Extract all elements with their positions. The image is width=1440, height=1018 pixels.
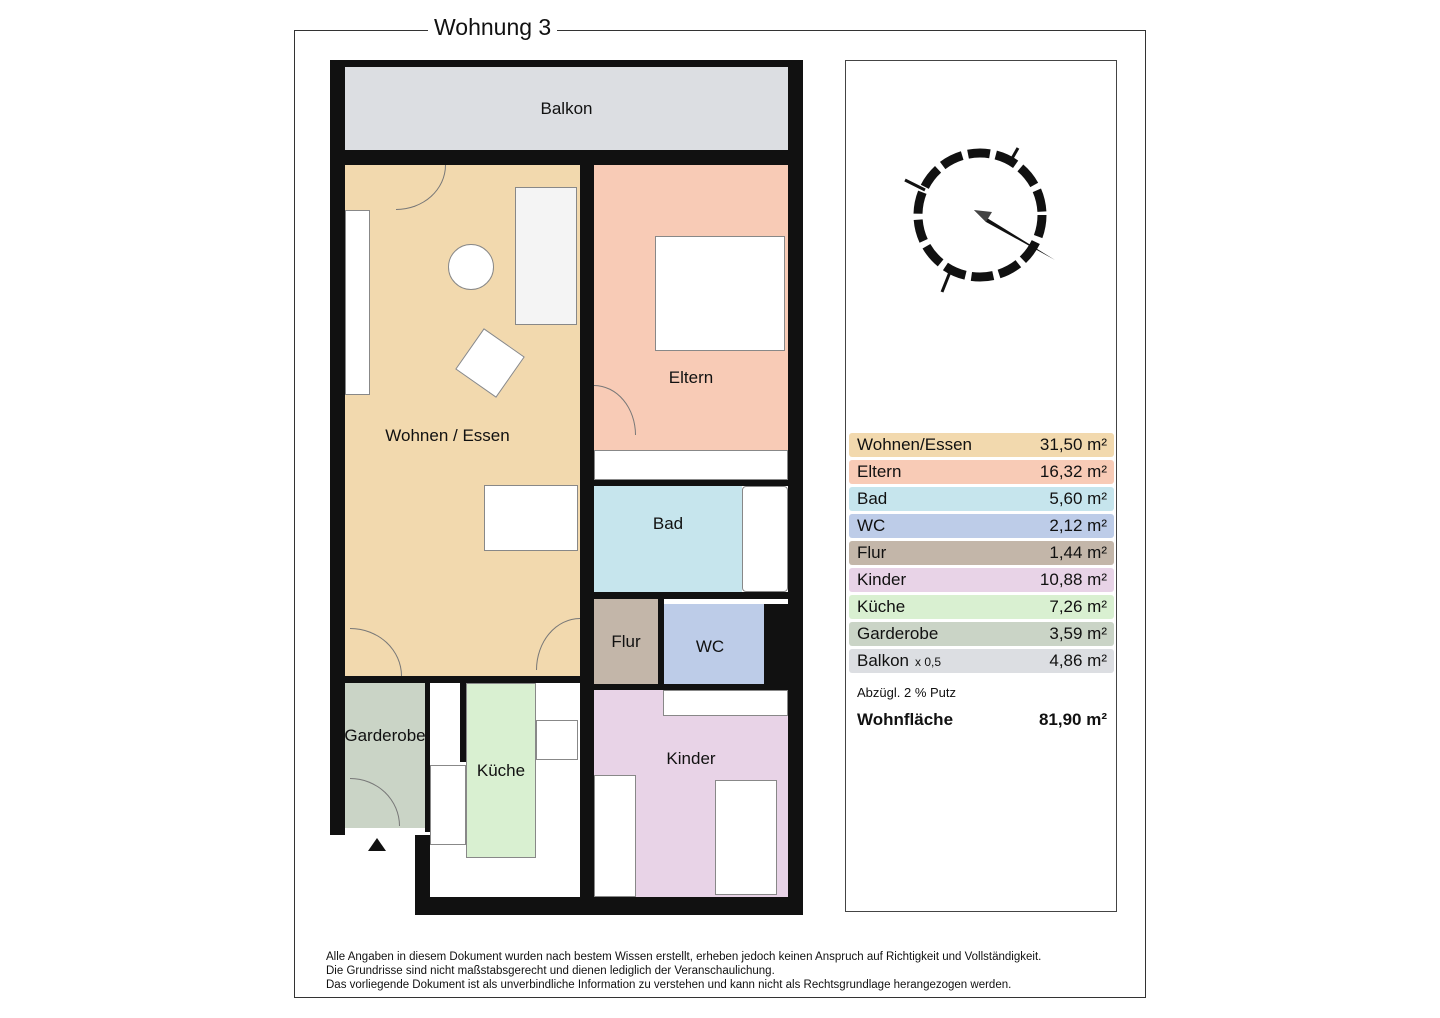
wall	[345, 150, 788, 165]
page-title: Wohnung 3	[428, 14, 558, 41]
room-name: Küche	[857, 597, 906, 616]
wall	[415, 897, 803, 915]
room-name: Balkon	[857, 651, 909, 670]
disclaimer-line: Das vorliegende Dokument ist als unverbi…	[326, 979, 1012, 991]
legend-row: Flur 1,44 m²	[849, 541, 1114, 565]
wardrobe	[663, 690, 788, 716]
total-value: 81,90 m²	[1038, 710, 1107, 729]
room-area: 7,26 m²	[1049, 597, 1107, 616]
room-name: Kinder	[857, 570, 907, 589]
legend-row: Balkon x 0,5 4,86 m²	[849, 649, 1114, 673]
room-kueche: Küche	[466, 683, 536, 858]
wardrobe	[594, 450, 788, 480]
compass-north-arrow-icon	[904, 147, 1055, 293]
legend-row: Garderobe 3,59 m²	[849, 622, 1114, 646]
room-area: 2,12 m²	[1049, 516, 1107, 535]
wall	[594, 684, 788, 690]
wall	[764, 604, 788, 686]
wall	[345, 676, 580, 683]
bed	[715, 780, 777, 895]
room-flur: Flur	[594, 599, 658, 684]
room-balkon: Balkon	[345, 67, 788, 150]
total-label: Wohnfläche	[857, 710, 954, 729]
legend-row: WC 2,12 m²	[849, 514, 1114, 538]
bathtub	[742, 486, 788, 592]
double-bed	[655, 236, 785, 351]
room-area: 31,50 m²	[1039, 435, 1107, 454]
wall	[594, 480, 788, 486]
room-label: Balkon	[540, 98, 593, 118]
room-name: Flur	[857, 543, 887, 562]
wall	[460, 682, 466, 762]
disclaimer-line: Die Grundrisse sind nicht maßstabsgerech…	[326, 965, 775, 977]
wall	[415, 835, 430, 915]
disclaimer-line: Alle Angaben in diesem Dokument wurden n…	[326, 951, 1042, 963]
room-area: 3,59 m²	[1049, 624, 1107, 643]
room-wc: WC	[664, 604, 764, 684]
room-area: 16,32 m²	[1039, 462, 1107, 481]
legend-row: Kinder 10,88 m²	[849, 568, 1114, 592]
room-area: 1,44 m²	[1049, 543, 1107, 562]
sofa	[515, 187, 577, 325]
wall	[330, 60, 803, 67]
legend-row: Küche 7,26 m²	[849, 595, 1114, 619]
room-name: Wohnen/Essen	[857, 435, 972, 454]
wall	[425, 682, 430, 832]
room-label: Küche	[476, 760, 526, 780]
sideboard	[345, 210, 370, 395]
deduction-note: Abzügl. 2 % Putz	[857, 685, 956, 700]
room-name: Eltern	[857, 462, 902, 481]
disclaimer: Alle Angaben in diesem Dokument wurden n…	[326, 950, 1041, 992]
document-frame	[294, 30, 1146, 998]
area-factor: x 0,5	[914, 655, 941, 669]
area-legend: Wohnen/Essen 31,50 m² Eltern 16,32 m² Bad 5…	[845, 60, 1117, 912]
room-label: Wohnen / Essen	[385, 425, 510, 445]
round-table	[448, 244, 494, 290]
dining-table	[484, 485, 578, 551]
legend-row: Eltern 16,32 m²	[849, 460, 1114, 484]
entrance-arrow-icon	[368, 838, 386, 851]
room-label: Kinder	[666, 748, 716, 768]
wall	[594, 592, 788, 599]
room-label: Eltern	[668, 367, 714, 387]
room-label: Garderobe	[344, 725, 426, 745]
desk	[594, 775, 636, 897]
stove	[536, 720, 578, 760]
kitchen-counter	[430, 765, 466, 845]
room-name: Garderobe	[857, 624, 939, 643]
room-garderobe: Garderobe	[344, 683, 426, 828]
room-label: Bad	[652, 514, 684, 533]
wall	[330, 60, 345, 835]
legend-row: Bad 5,60 m²	[849, 487, 1114, 511]
room-area: 4,86 m²	[1049, 651, 1107, 670]
room-label: Flur	[611, 631, 641, 651]
room-bad: Bad	[594, 486, 742, 592]
legend-row: Wohnen/Essen 31,50 m²	[849, 433, 1114, 457]
wall	[580, 150, 594, 900]
room-label: WC	[695, 637, 725, 656]
room-area: 10,88 m²	[1039, 570, 1107, 589]
room-area: 5,60 m²	[1049, 489, 1107, 508]
wall	[788, 60, 803, 915]
wall	[658, 598, 664, 686]
room-name: Bad	[857, 489, 888, 508]
room-name: WC	[857, 516, 886, 535]
